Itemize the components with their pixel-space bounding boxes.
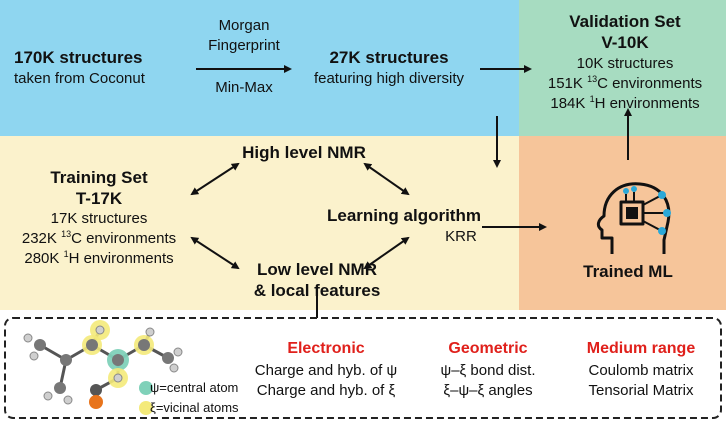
medium-item-coulomb: Coulomb matrix	[588, 362, 694, 379]
diverse-title: 27K structures	[329, 48, 449, 67]
electronic-heading: Electronic	[287, 340, 365, 357]
source-subtitle: taken from Coconut	[14, 70, 145, 87]
validation-code: V-10K	[601, 33, 649, 52]
electronic-item-psi: Charge and hyb. of ψ	[254, 362, 398, 379]
high-level-nmr: High level NMR	[242, 143, 366, 162]
training-c13: 232K 13C environments	[21, 229, 177, 248]
ai-node-dots	[623, 186, 671, 235]
validation-h1: 184K 1H environments	[550, 94, 700, 113]
xi-legend: ξ=vicinal atoms	[150, 400, 239, 415]
xi-legend-dot	[139, 401, 153, 415]
yellow-panel	[0, 136, 519, 310]
training-code: T-17K	[75, 189, 123, 208]
medium-range-heading: Medium range	[586, 340, 696, 357]
arrow-training-low	[190, 236, 240, 270]
training-title: Training Set	[50, 168, 148, 187]
geometric-heading: Geometric	[448, 340, 528, 357]
arrow-training-high	[190, 162, 240, 196]
minmax-label: Min-Max	[215, 79, 273, 96]
ai-head-chip-icon	[596, 182, 671, 254]
psi-legend-dot	[139, 381, 153, 395]
arrow-high-learning	[363, 162, 410, 196]
learning-algorithm: Learning algorithm	[327, 206, 481, 225]
molecule-atoms	[23, 320, 183, 409]
low-level-nmr: Low level NMR	[257, 260, 377, 279]
geometric-item-angles: ξ–ψ–ξ angles	[443, 382, 533, 399]
medium-item-tensorial: Tensorial Matrix	[588, 382, 694, 399]
green-panel	[519, 0, 726, 136]
electronic-item-xi: Charge and hyb. of ξ	[256, 382, 396, 399]
training-structures: 17K structures	[50, 210, 148, 227]
diverse-subtitle: featuring high diversity	[313, 70, 465, 87]
geometric-item-dist: ψ–ξ bond dist.	[440, 362, 536, 379]
krr-label: KRR	[445, 228, 477, 245]
validation-c13: 151K 13C environments	[547, 74, 703, 93]
training-h1: 280K 1H environments	[24, 249, 174, 268]
validation-structures: 10K structures	[576, 55, 674, 72]
local-features: & local features	[253, 281, 381, 300]
fingerprint-label: Fingerprint	[208, 37, 280, 54]
arrow-low-learning	[363, 236, 410, 270]
trained-ml-label: Trained ML	[583, 262, 673, 281]
source-title: 170K structures	[14, 48, 143, 67]
validation-title: Validation Set	[569, 12, 681, 31]
features-dashed-box	[4, 317, 722, 419]
morgan-label: Morgan	[218, 17, 270, 34]
psi-legend: ψ=central atom	[150, 380, 239, 395]
